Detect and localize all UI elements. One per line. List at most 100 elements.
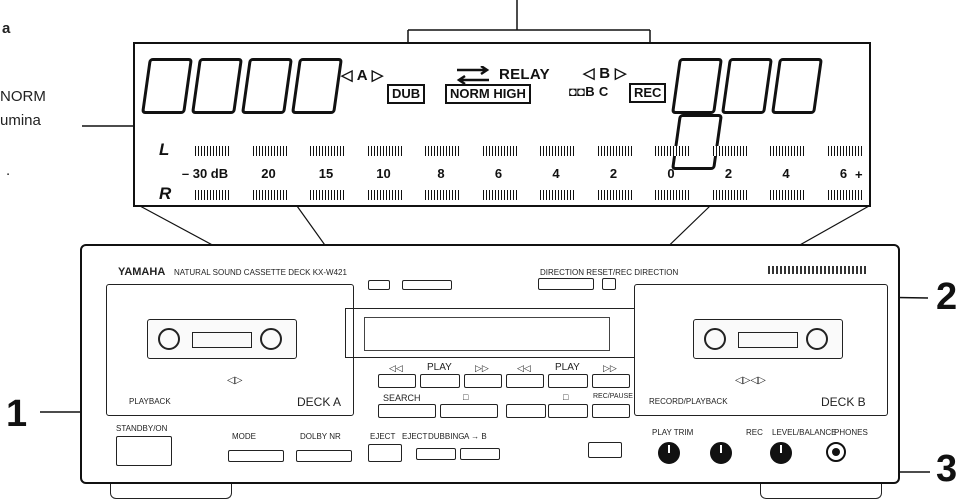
- meter-scale-label: 15: [318, 166, 334, 181]
- deck-b-rec-pause-button[interactable]: REC/PAUSE: [592, 393, 633, 418]
- meter-l-segment: [712, 146, 749, 156]
- deck-b-door[interactable]: RECORD/PLAYBACK DECK B ◁▷◁▷: [634, 284, 888, 416]
- meter-r-segment: [827, 190, 864, 200]
- deck-b-eject-button[interactable]: [588, 442, 622, 458]
- mode-label: MODE: [232, 432, 256, 441]
- a-to-b-label: A → B: [464, 432, 487, 441]
- playback-label: PLAYBACK: [129, 397, 171, 406]
- meter-r-segment: [482, 190, 519, 200]
- left-counter: 0000: [141, 58, 345, 114]
- small-button-1[interactable]: [368, 280, 390, 290]
- deck-a-cassette-window: [147, 319, 297, 359]
- meter-l-segment: [310, 146, 346, 156]
- direction-reset-label: DIRECTION RESET/REC DIRECTION: [540, 268, 679, 277]
- dubbing-normal-button[interactable]: [416, 448, 456, 460]
- standby-button[interactable]: [116, 436, 172, 466]
- phones-jack-hole: [832, 448, 840, 456]
- phones-jack[interactable]: [826, 442, 846, 462]
- mode-button[interactable]: [228, 450, 284, 462]
- deck-display-window: [345, 308, 635, 358]
- level-balance-label: LEVEL/BALANCE: [772, 428, 837, 437]
- deck-a-play-button[interactable]: PLAY: [420, 362, 460, 388]
- meter-r-segment: [367, 190, 404, 200]
- meter-r-segment: [770, 190, 806, 200]
- fragment-norm: NORM: [0, 88, 46, 105]
- deck-a-search-button[interactable]: SEARCH: [378, 393, 436, 418]
- standby-label: STANDBY/ON: [116, 424, 168, 433]
- deck-b-rew-button[interactable]: ◁◁: [506, 363, 544, 388]
- deck-b-direction-indicator: ◁ B ▷: [583, 65, 627, 82]
- deck-b-ff-button[interactable]: ▷▷: [592, 363, 630, 388]
- deck-a-door[interactable]: PLAYBACK DECK A ◁▷: [106, 284, 354, 416]
- direction-button[interactable]: [538, 278, 594, 290]
- dubbing-high-button[interactable]: [460, 448, 500, 460]
- meter-l-segment: [252, 146, 289, 156]
- rec-indicator: REC: [629, 83, 667, 103]
- meter-l-segment: [425, 146, 461, 156]
- callout-1: 1: [6, 393, 28, 435]
- deck-a-tape-window: [192, 332, 252, 348]
- deck-a-reel-left: [158, 328, 180, 350]
- rec-knob-right[interactable]: [770, 442, 792, 464]
- dubbing-label: DUBBING: [428, 432, 465, 441]
- deck-a-rew-button[interactable]: ◁◁: [378, 363, 416, 388]
- meter-scale-label: 2: [724, 166, 733, 181]
- play-trim-knob[interactable]: [658, 442, 680, 464]
- meter-l-segment: [655, 146, 691, 156]
- meter-r-segment: [712, 190, 749, 200]
- deck-b-reel-left: [704, 328, 726, 350]
- meter-l-segment: [367, 146, 404, 156]
- deck-a-label: DECK A: [297, 395, 342, 409]
- meter-l-segment: [827, 146, 864, 156]
- dolby-badge: [768, 266, 868, 274]
- meter-scale-label: – 30 dB: [181, 166, 229, 181]
- dolby-nr-label: DOLBY NR: [300, 432, 341, 441]
- relay-icon: [456, 66, 490, 84]
- norm-high-indicator: NORM HIGH: [445, 84, 531, 104]
- meter-l-segment: [195, 146, 231, 156]
- meter-r-segment: [310, 190, 346, 200]
- deck-a-ff-button[interactable]: ▷▷: [464, 363, 502, 388]
- meter-r-segment: [597, 190, 634, 200]
- fragment-dot: .: [6, 162, 11, 179]
- play-trim-label: PLAY TRIM: [652, 428, 694, 437]
- reset-button[interactable]: [602, 278, 616, 290]
- meter-r-segment: [425, 190, 461, 200]
- eject-b-label: EJECT: [402, 432, 428, 441]
- deck-a-direction-indicator: ◁ A ▷: [341, 67, 384, 84]
- phones-label: PHONES: [834, 428, 868, 437]
- deck-b-cassette-window: [693, 319, 843, 359]
- deck-b-arrow: ◁▷◁▷: [735, 375, 766, 386]
- deck-b-stop-button[interactable]: □: [548, 392, 588, 418]
- meter-scale-label: 4: [782, 166, 790, 181]
- eject-a-label: EJECT: [370, 432, 396, 441]
- channel-l-label: L: [159, 140, 170, 159]
- model-text: NATURAL SOUND CASSETTE DECK KX-W421: [174, 268, 347, 277]
- meter-scale-label: 2: [609, 166, 618, 181]
- meter-l-segment: [770, 146, 806, 156]
- meter-scale-label: 6: [839, 166, 848, 181]
- rec-knob-left[interactable]: [710, 442, 732, 464]
- dub-indicator: DUB: [387, 84, 426, 104]
- deck-b-reel-right: [806, 328, 828, 350]
- relay-indicator: RELAY: [499, 66, 550, 83]
- deck-a-stop-button[interactable]: □: [440, 392, 498, 418]
- eject-a-button[interactable]: [368, 444, 402, 462]
- deck-b-search-button[interactable]: [506, 404, 546, 418]
- record-playback-label: RECORD/PLAYBACK: [649, 397, 728, 406]
- deck-a-reel-right: [260, 328, 282, 350]
- meter-l-segment: [482, 146, 519, 156]
- callout-3: 3: [936, 448, 958, 490]
- deck-b-play-button[interactable]: PLAY: [548, 362, 588, 388]
- foot-right: [760, 484, 882, 499]
- meter-scale-label: 10: [376, 166, 391, 181]
- meter-scale-label: 8: [437, 166, 445, 181]
- dolby-nr-button[interactable]: [296, 450, 352, 462]
- dolby-bc-indicator: ◘◘B C: [569, 84, 609, 99]
- meter-scale-label: 0: [667, 166, 675, 181]
- meter-l-segment: [540, 146, 576, 156]
- meter-r-segment: [655, 190, 691, 200]
- brand-logo: YAMAHA: [118, 266, 166, 278]
- deck-a-arrow: ◁▷: [227, 375, 243, 386]
- small-button-2[interactable]: [402, 280, 452, 290]
